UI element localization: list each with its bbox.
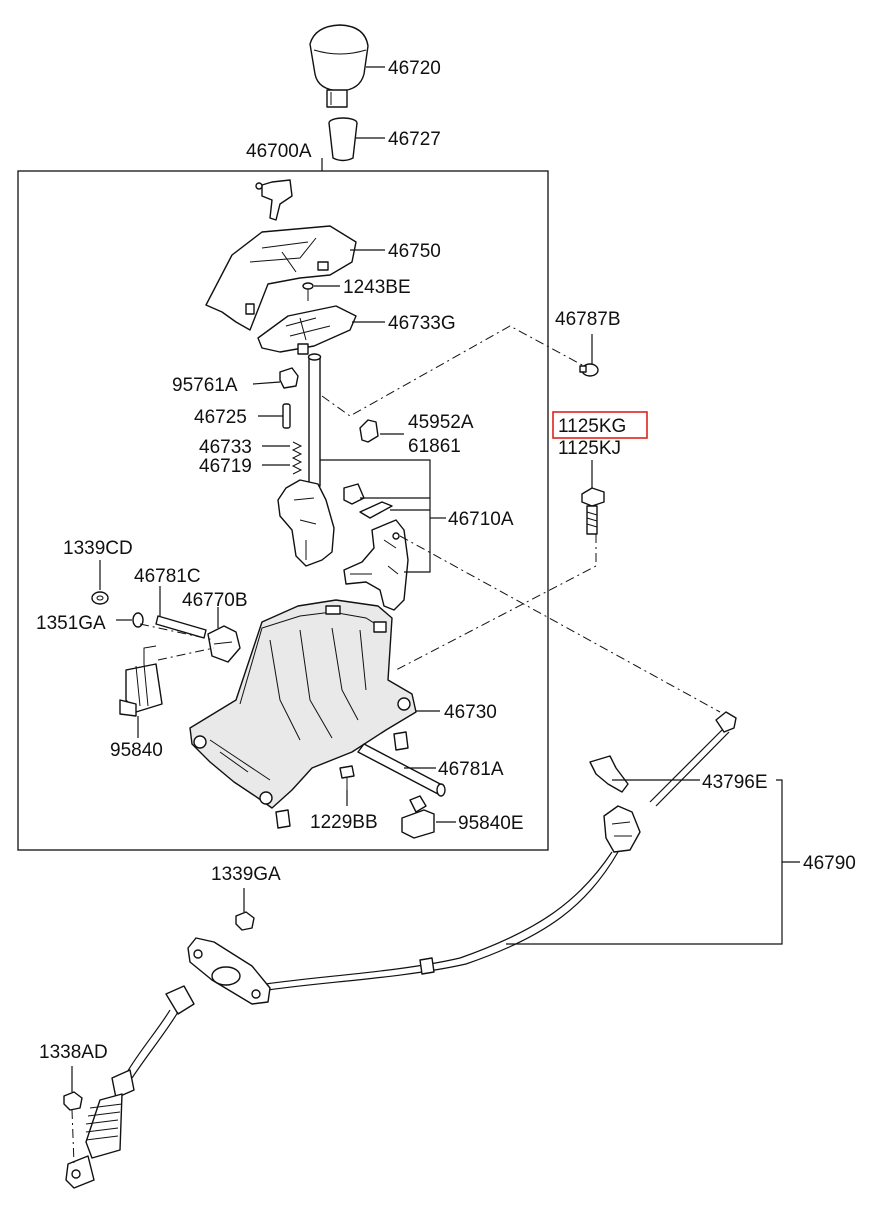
label-45952A: 45952A (408, 412, 474, 433)
lever-assembly-icon (277, 479, 409, 611)
label-1339GA: 1339GA (211, 864, 281, 885)
washer-icon (132, 612, 144, 628)
label-46790: 46790 (803, 853, 856, 874)
label-1125KJ: 1125KJ (558, 438, 621, 459)
nut-icon (91, 591, 109, 605)
label-46730: 46730 (444, 702, 497, 723)
shift-cable-icon (65, 711, 737, 1189)
label-95840E: 95840E (458, 813, 524, 834)
label-46700A: 46700A (246, 141, 312, 162)
label-46710A: 46710A (448, 509, 514, 530)
lock-pin-icon (155, 615, 207, 639)
label-1243BE: 1243BE (343, 277, 411, 298)
shift-lever-housing-icon (189, 599, 417, 809)
detent-clip-icon (359, 419, 379, 443)
label-1339CD: 1339CD (63, 538, 133, 559)
small-block-icon (275, 809, 291, 829)
highlight-box (552, 411, 648, 439)
label-46781C: 46781C (134, 566, 201, 587)
shift-lock-solenoid-icon (119, 645, 163, 717)
label-46719: 46719 (199, 456, 252, 477)
small-block-icon (393, 731, 409, 751)
bolt-icon (339, 765, 355, 790)
assembly-frame (17, 170, 549, 851)
cable-nut-icon (63, 1091, 83, 1111)
guide-pin-icon (357, 743, 446, 797)
label-95761A: 95761A (172, 375, 238, 396)
label-46750: 46750 (388, 241, 441, 262)
label-46727: 46727 (388, 129, 441, 150)
plug-icon (579, 363, 599, 377)
shift-knob-icon (309, 24, 369, 108)
label-1338AD: 1338AD (39, 1042, 108, 1063)
label-46781A: 46781A (438, 759, 504, 780)
indicator-plate-icon (257, 305, 357, 355)
label-43796E: 43796E (702, 772, 768, 793)
knob-boot-icon (328, 117, 358, 162)
sensor-icon (401, 795, 435, 839)
label-1351GA: 1351GA (36, 613, 106, 634)
label-46733: 46733 (199, 437, 252, 458)
label-46770B: 46770B (182, 590, 248, 611)
top-clip-icon (255, 179, 293, 221)
label-46720: 46720 (388, 58, 441, 79)
flange-bolt-icon (581, 487, 605, 535)
shift-lever-rod-icon (307, 353, 322, 487)
spring-icon (291, 441, 303, 475)
lock-lever-icon (207, 625, 241, 663)
pin-icon (282, 403, 291, 429)
label-46787B: 46787B (555, 309, 621, 330)
bracket-clip-icon (279, 367, 299, 389)
label-1125KG: 1125KG (558, 416, 626, 437)
label-95840: 95840 (110, 740, 163, 761)
indicator-cover-icon (205, 225, 357, 331)
label-46733G: 46733G (388, 313, 456, 334)
screw-icon (302, 282, 314, 301)
label-46725: 46725 (194, 407, 247, 428)
label-61861: 61861 (408, 436, 461, 457)
label-1229BB: 1229BB (310, 812, 378, 833)
